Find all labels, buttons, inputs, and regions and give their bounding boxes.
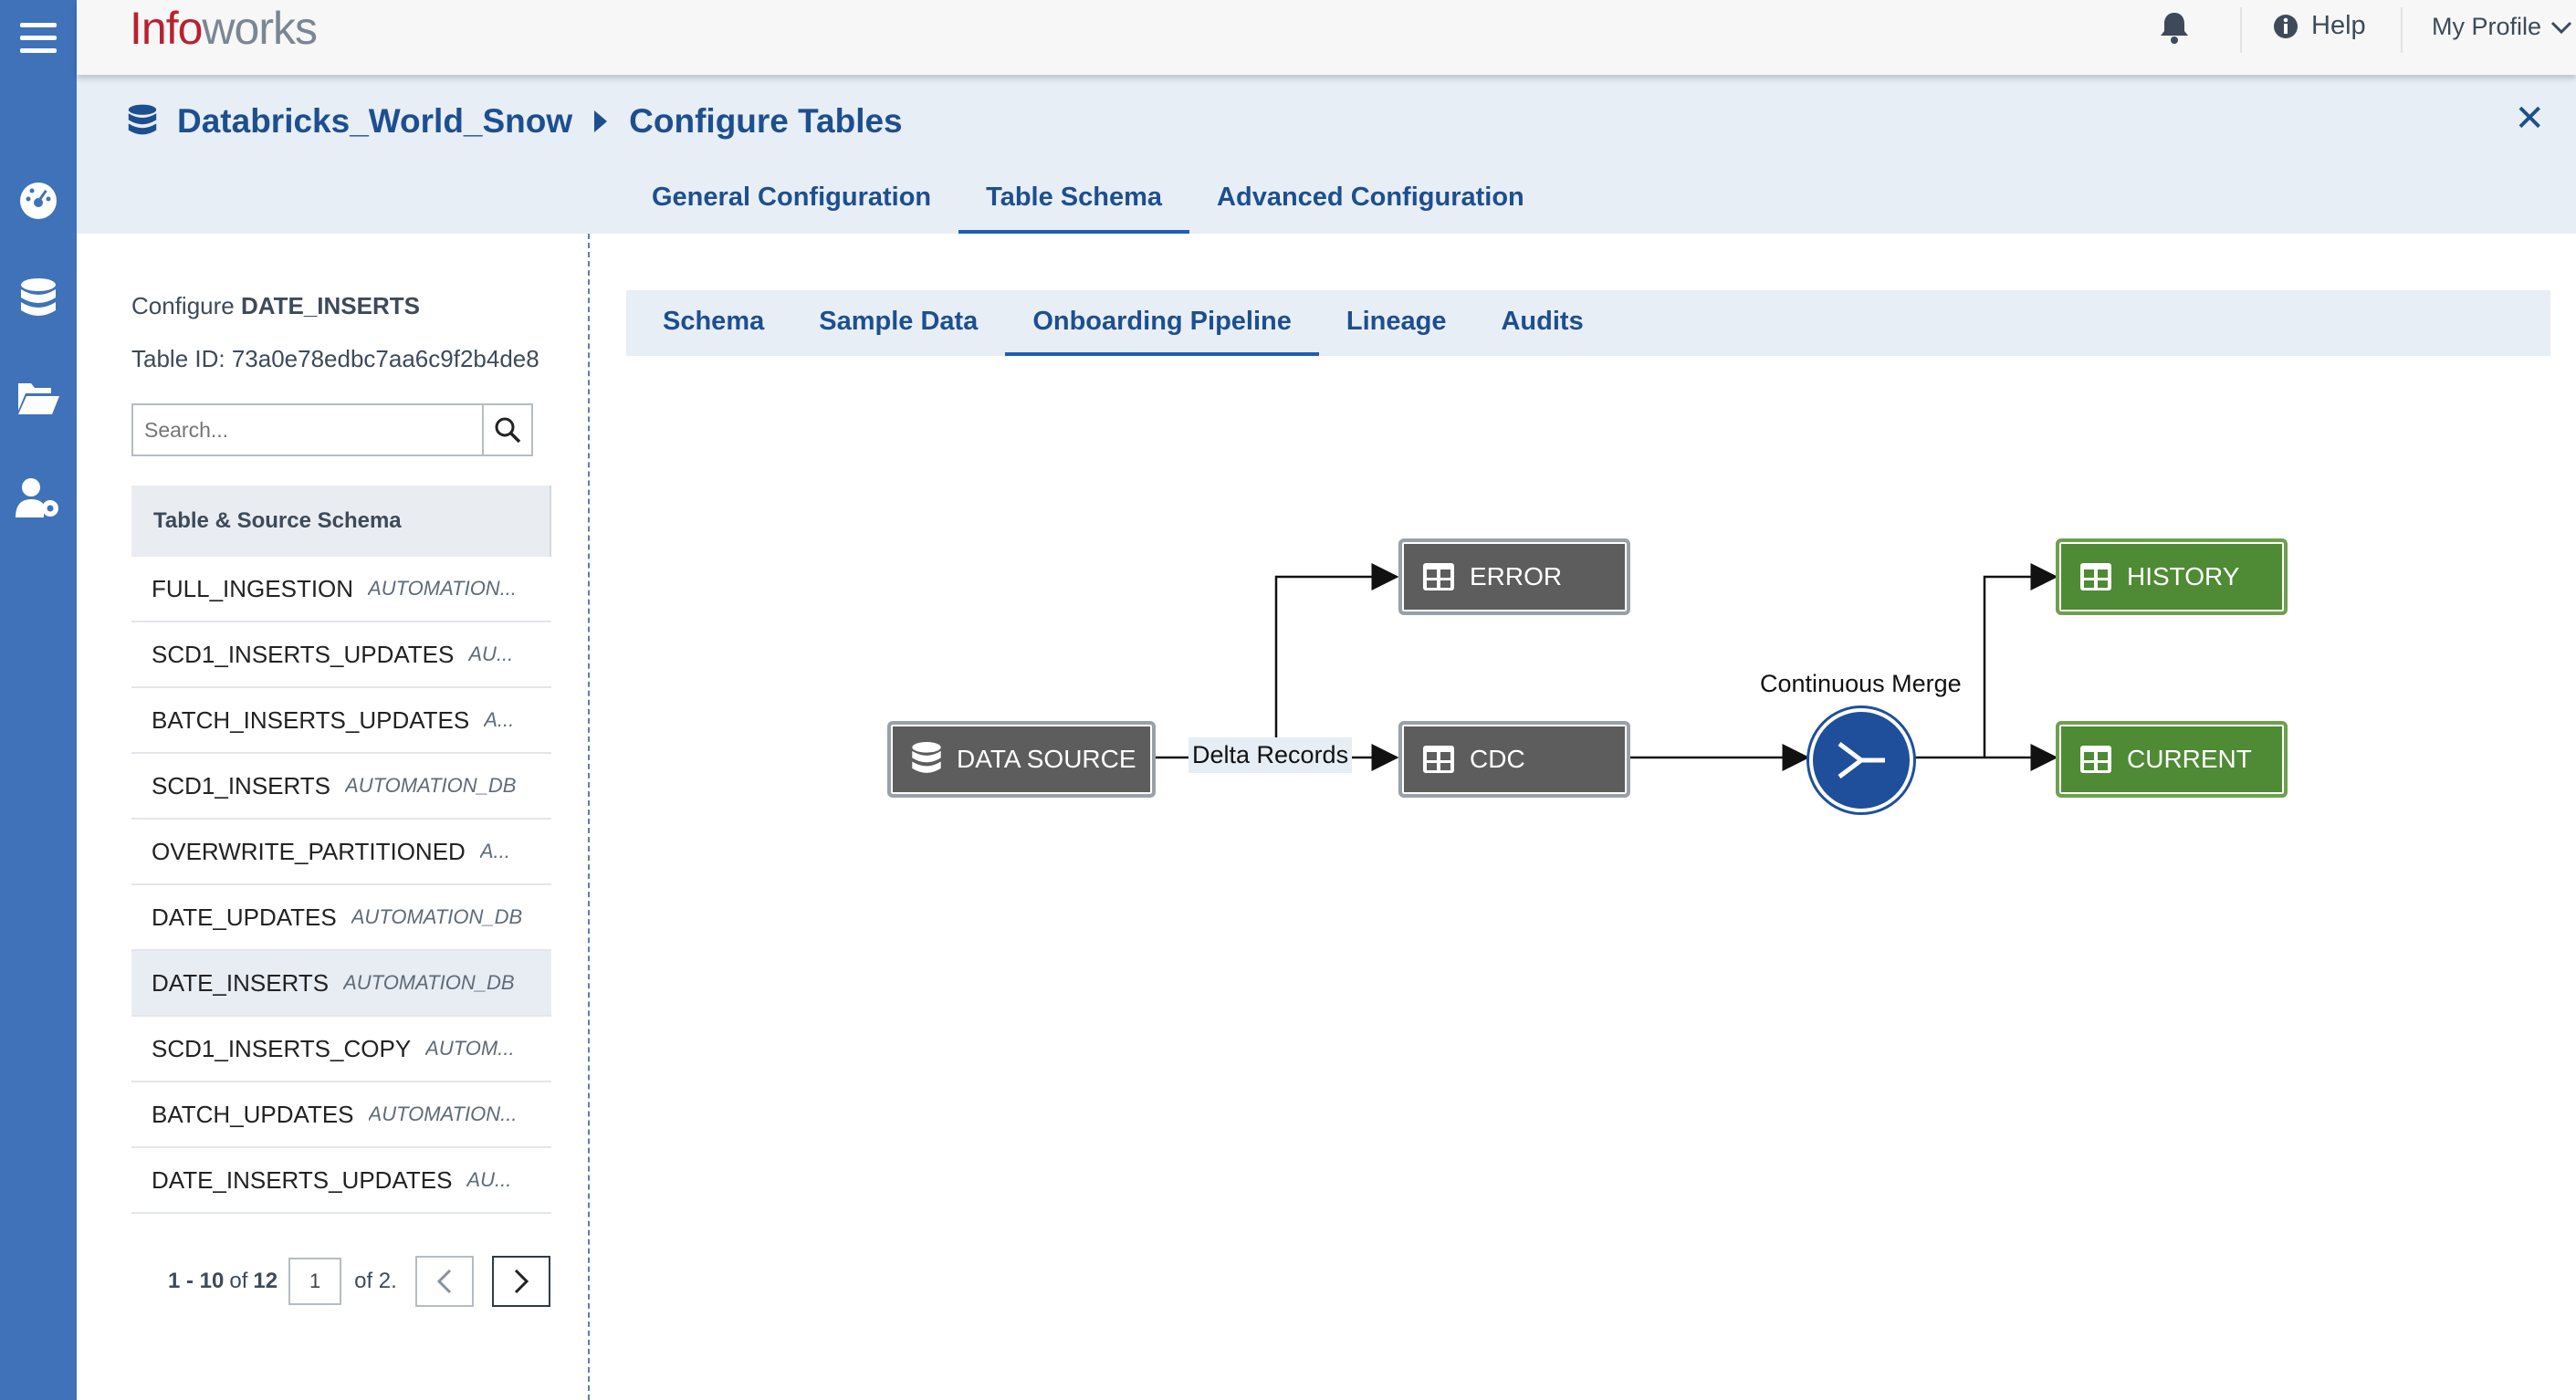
table-icon [1423, 746, 1454, 773]
help-button[interactable]: Help [2273, 11, 2366, 41]
node-cdc[interactable]: CDC [1398, 721, 1630, 798]
pager-of-pages: of 2. [354, 1269, 397, 1293]
folder-open-icon [18, 383, 59, 414]
table-icon [2080, 563, 2111, 590]
page-title: Configure Tables [629, 102, 903, 140]
tab-lineage[interactable]: Lineage [1346, 307, 1447, 336]
nav-dashboard[interactable] [0, 162, 77, 239]
search-button[interactable] [482, 405, 531, 454]
table-list-panel: Configure DATE_INSERTS Table ID: 73a0e78… [77, 234, 590, 1400]
table-detail-tabs: Schema Sample Data Onboarding Pipeline L… [626, 290, 2550, 356]
tab-schema[interactable]: Schema [663, 307, 765, 336]
help-label: Help [2311, 11, 2366, 40]
page-header: Databricks_World_Snow Configure Tables ✕… [77, 75, 2576, 234]
chevron-down-icon [2550, 21, 2572, 34]
breadcrumb-source[interactable]: Databricks_World_Snow [177, 102, 573, 140]
node-history[interactable]: HISTORY [2056, 538, 2288, 615]
config-tabs: General Configuration Table Schema Advan… [624, 173, 1552, 234]
dashboard-icon [20, 183, 57, 219]
database-icon [912, 742, 941, 773]
profile-label: My Profile [2432, 13, 2542, 40]
pagination: 1 - 10 of 12 1 of 2. [168, 1256, 550, 1307]
my-profile-menu[interactable]: My Profile [2432, 13, 2572, 41]
edge-label-delta-records: Delta Records [1189, 737, 1353, 773]
node-data-source[interactable]: DATA SOURCE [887, 721, 1156, 798]
merge-label: Continuous Merge [1760, 670, 1962, 697]
edge-to-history [1983, 563, 2058, 757]
next-page-button[interactable] [491, 1256, 550, 1307]
table-icon [1423, 563, 1454, 590]
close-button[interactable]: ✕ [2514, 100, 2545, 137]
topbar-divider [2240, 7, 2242, 53]
configure-table-name: DATE_INSERTS [240, 292, 420, 319]
tab-table-schema[interactable]: Table Schema [958, 173, 1190, 234]
database-icon [21, 278, 56, 316]
node-error[interactable]: ERROR [1398, 538, 1630, 615]
node-current[interactable]: CURRENT [2056, 721, 2288, 798]
info-icon [2274, 14, 2298, 38]
page-number-input[interactable]: 1 [288, 1258, 342, 1305]
pager-range: 1 - 10 [168, 1269, 225, 1293]
tab-audits[interactable]: Audits [1501, 307, 1584, 336]
nav-user-settings[interactable] [0, 460, 77, 537]
prev-page-button[interactable] [414, 1256, 474, 1307]
nav-files[interactable] [0, 360, 77, 436]
configure-title: Configure DATE_INSERTS [131, 292, 420, 319]
left-rail [0, 0, 77, 1400]
table-icon [2080, 746, 2111, 773]
chevron-left-icon [436, 1269, 451, 1294]
tab-advanced-configuration[interactable]: Advanced Configuration [1217, 183, 1524, 212]
edge-to-error [1274, 563, 1399, 741]
bell-icon [2161, 13, 2188, 44]
user-cog-icon [16, 478, 58, 517]
nav-sources[interactable] [0, 261, 77, 338]
list-header: Table & Source Schema [131, 486, 551, 557]
top-bar: Infoworks Help My Profile [77, 0, 2576, 75]
infoworks-logo[interactable]: Infoworks [130, 3, 318, 54]
tab-sample-data[interactable]: Sample Data [819, 307, 979, 336]
database-icon [128, 104, 157, 135]
menu-button[interactable] [0, 0, 77, 77]
caret-right-icon [594, 110, 608, 132]
topbar-divider [2401, 7, 2403, 53]
tab-onboarding-pipeline[interactable]: Onboarding Pipeline [1005, 290, 1319, 356]
hamburger-icon [20, 23, 57, 53]
node-continuous-merge[interactable] [1809, 708, 1913, 812]
search-icon [495, 417, 521, 444]
table-id: Table ID: 73a0e78edbc7aa6c9f2b4de8 [131, 345, 539, 372]
merge-icon [1838, 742, 1885, 778]
chevron-right-icon [514, 1269, 529, 1294]
search-box [131, 403, 533, 456]
tab-general-configuration[interactable]: General Configuration [652, 183, 932, 212]
search-input[interactable] [133, 405, 482, 454]
notifications-button[interactable] [2160, 11, 2189, 48]
close-icon: ✕ [2514, 99, 2545, 139]
breadcrumb: Databricks_World_Snow Configure Tables [128, 102, 903, 141]
pager-of: of [229, 1269, 248, 1293]
pager-total: 12 [253, 1269, 278, 1293]
